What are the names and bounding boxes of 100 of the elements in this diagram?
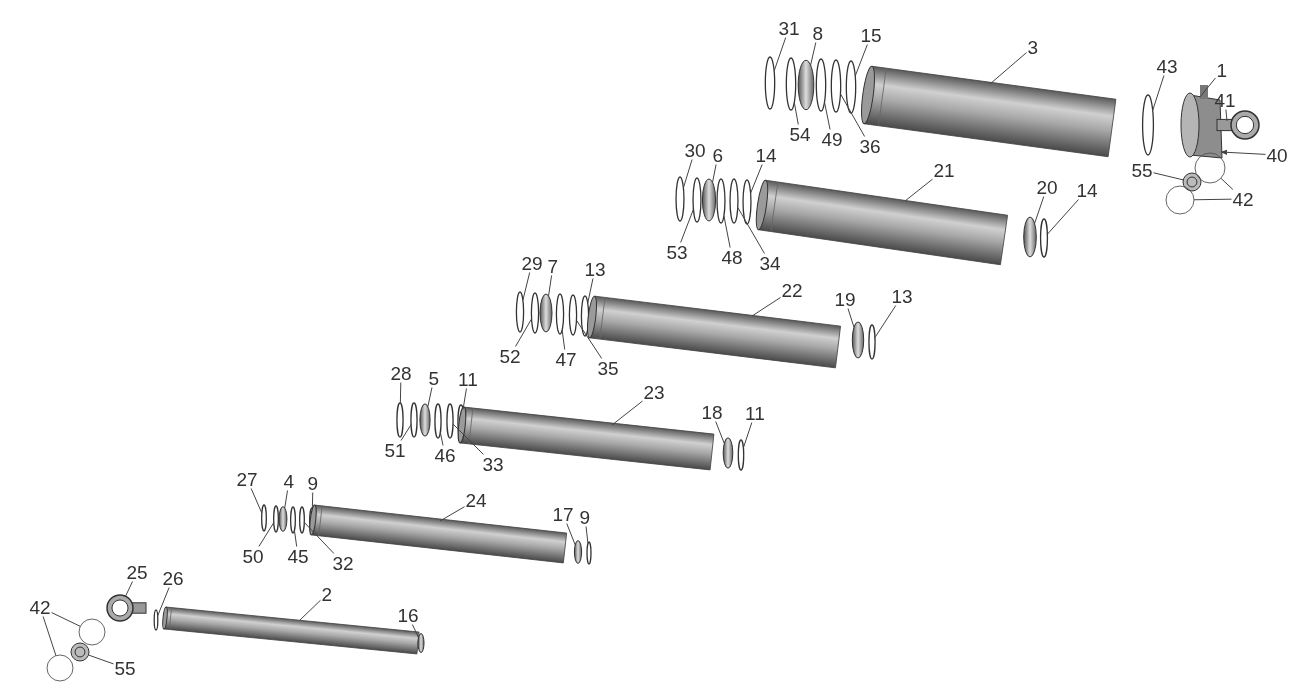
seal-ring bbox=[530, 292, 540, 334]
arrow bbox=[1220, 149, 1266, 156]
piston-ring bbox=[419, 403, 431, 437]
leader-line bbox=[773, 37, 787, 72]
washer bbox=[46, 654, 74, 682]
leader-line bbox=[299, 599, 321, 621]
seal-ring bbox=[410, 402, 418, 438]
leader-line bbox=[258, 522, 275, 547]
leader-line bbox=[854, 44, 868, 77]
piston-ring bbox=[851, 321, 865, 359]
leader-line bbox=[839, 93, 866, 137]
seal-ring bbox=[568, 294, 578, 336]
seal-ring bbox=[299, 506, 305, 534]
leader-line bbox=[439, 506, 465, 522]
leader-line bbox=[250, 488, 263, 514]
callout-number: 1 bbox=[1215, 60, 1229, 80]
callout-number: 35 bbox=[596, 358, 620, 378]
leader-line bbox=[515, 318, 533, 347]
callout-number: 23 bbox=[642, 382, 666, 402]
piston-ring bbox=[1023, 216, 1037, 258]
callout-number: 51 bbox=[383, 440, 407, 460]
callout-number: 46 bbox=[433, 445, 457, 465]
callout-number: 16 bbox=[396, 605, 420, 625]
leader-line bbox=[439, 431, 444, 446]
seal-ring bbox=[290, 506, 296, 534]
leader-line bbox=[587, 278, 594, 304]
leader-line bbox=[1199, 77, 1216, 98]
callout-number: 42 bbox=[1231, 189, 1255, 209]
callout-number: 3 bbox=[1026, 37, 1040, 57]
callout-number: 2 bbox=[320, 584, 334, 604]
leader-line bbox=[793, 101, 799, 125]
leader-line bbox=[824, 101, 831, 130]
leader-line bbox=[157, 587, 170, 617]
seal-ring bbox=[434, 403, 442, 439]
leader-line bbox=[751, 297, 781, 317]
callout-number: 7 bbox=[546, 256, 560, 276]
callout-number: 36 bbox=[858, 136, 882, 156]
leader-line bbox=[411, 624, 419, 639]
callout-number: 18 bbox=[700, 402, 724, 422]
piston-ring bbox=[573, 540, 583, 564]
callout-number: 47 bbox=[554, 349, 578, 369]
callout-number: 30 bbox=[683, 140, 707, 160]
leader-line bbox=[303, 521, 335, 554]
piston-ring bbox=[797, 59, 815, 111]
callout-number: 15 bbox=[859, 25, 883, 45]
seal-ring bbox=[785, 57, 797, 111]
leader-line bbox=[742, 422, 753, 449]
callout-number: 49 bbox=[820, 129, 844, 149]
callout-number: 20 bbox=[1035, 177, 1059, 197]
rod-eye bbox=[106, 594, 147, 622]
callout-number: 5 bbox=[427, 368, 441, 388]
callout-number: 53 bbox=[665, 242, 689, 262]
leader-line bbox=[311, 492, 314, 509]
seal-ring bbox=[273, 505, 279, 533]
leader-line bbox=[1152, 75, 1165, 111]
leader-line bbox=[561, 329, 566, 350]
callout-number: 27 bbox=[235, 469, 259, 489]
piston-ring bbox=[701, 178, 717, 222]
rod-eye bbox=[1216, 110, 1260, 140]
leader-line bbox=[125, 581, 133, 597]
callout-number: 4 bbox=[282, 471, 296, 491]
callout-number: 45 bbox=[286, 546, 310, 566]
washer bbox=[1165, 185, 1195, 215]
callout-number: 29 bbox=[520, 253, 544, 273]
seal-ring bbox=[261, 504, 267, 532]
seal-ring bbox=[742, 179, 752, 225]
seal-ring bbox=[868, 324, 876, 360]
callout-number: 17 bbox=[551, 504, 575, 524]
leader-line bbox=[737, 207, 765, 254]
leader-line bbox=[611, 400, 643, 426]
callout-number: 31 bbox=[777, 18, 801, 38]
callout-number: 43 bbox=[1155, 56, 1179, 76]
seal-ring bbox=[515, 291, 525, 333]
leader-line bbox=[874, 305, 897, 338]
leader-line bbox=[284, 490, 288, 509]
callout-number: 55 bbox=[1130, 160, 1154, 180]
leader-line bbox=[723, 215, 731, 248]
leader-line bbox=[680, 208, 694, 243]
callout-number: 24 bbox=[464, 490, 488, 510]
leader-line bbox=[1046, 199, 1079, 235]
nut bbox=[1182, 172, 1202, 192]
callout-number: 22 bbox=[780, 280, 804, 300]
seal-ring bbox=[815, 58, 827, 112]
callout-number: 13 bbox=[890, 286, 914, 306]
leader-line bbox=[462, 388, 467, 410]
piston-ring bbox=[539, 293, 553, 333]
seal-ring bbox=[1039, 218, 1049, 258]
seal-ring bbox=[845, 60, 857, 114]
callout-number: 14 bbox=[754, 145, 778, 165]
callout-number: 50 bbox=[241, 546, 265, 566]
nut bbox=[70, 642, 90, 662]
seal-ring bbox=[716, 178, 726, 224]
callout-number: 54 bbox=[788, 124, 812, 144]
leader-line bbox=[750, 164, 763, 194]
callout-number: 28 bbox=[389, 363, 413, 383]
seal-ring bbox=[446, 403, 454, 439]
callout-number: 21 bbox=[932, 160, 956, 180]
leader-line bbox=[712, 164, 717, 183]
leader-line bbox=[1034, 196, 1045, 224]
callout-number: 32 bbox=[331, 553, 355, 573]
